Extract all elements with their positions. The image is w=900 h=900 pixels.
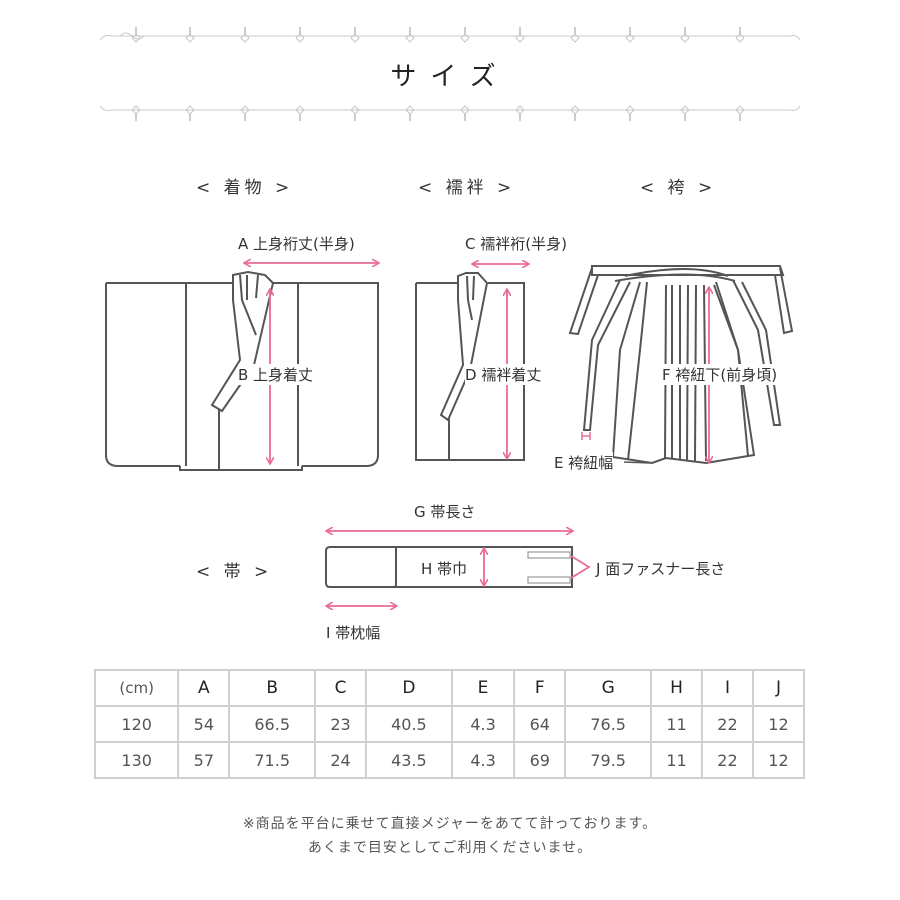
header-cell: A <box>177 669 231 707</box>
note-line-1: ※商品を平台に乗せて直接メジャーをあてて計っております。 <box>242 816 658 832</box>
table-cell: 69 <box>513 741 567 779</box>
table-header-row: (cm) A B C D E F G H I J <box>93 669 806 707</box>
ornament-top-motifs <box>131 27 745 43</box>
header-cell: E <box>450 669 516 707</box>
marker-e <box>581 432 591 440</box>
table-cell: 4.3 <box>450 741 516 779</box>
table-cell: 22 <box>700 741 754 779</box>
table-cell: 71.5 <box>228 741 317 779</box>
label-j: J 面ファスナー長さ <box>596 560 726 578</box>
table-cell: 4.3 <box>450 705 516 743</box>
table-cell: 12 <box>751 741 806 779</box>
bracket-j <box>570 555 591 579</box>
header-cell: G <box>564 669 653 707</box>
label-c: C 襦袢裄(半身) <box>465 235 567 253</box>
header-cell: H <box>650 669 703 707</box>
table-cell: 66.5 <box>228 705 317 743</box>
table-cell: 79.5 <box>564 741 653 779</box>
table-cell: 76.5 <box>564 705 653 743</box>
header-cell: D <box>365 669 453 707</box>
size-table: (cm) A B C D E F G H I J 120 54 66.5 23 … <box>93 669 806 779</box>
table-cell: 54 <box>177 705 231 743</box>
obi-fastener <box>527 551 571 584</box>
juban-diagram <box>415 272 525 461</box>
header-cell: I <box>700 669 754 707</box>
header-cell: C <box>314 669 368 707</box>
note-line-2: あくまで目安としてご利用くださいませ。 <box>307 840 593 856</box>
table-row: 130 57 71.5 24 43.5 4.3 69 79.5 11 22 12 <box>93 741 806 779</box>
ornament-bottom <box>99 105 801 121</box>
label-g: G 帯長さ <box>414 503 476 521</box>
table-cell: 43.5 <box>365 741 453 779</box>
table-cell: 24 <box>314 741 368 779</box>
section-juban: < 襦袢 > <box>418 178 516 198</box>
table-row: 120 54 66.5 23 40.5 4.3 64 76.5 11 22 12 <box>93 705 806 743</box>
obi-diagram <box>325 546 573 588</box>
label-e: E 袴紐幅 <box>554 452 614 473</box>
table-cell: 22 <box>700 705 754 743</box>
table-cell: 11 <box>650 741 703 779</box>
page-title: サイズ <box>390 62 510 92</box>
header-cell: F <box>513 669 567 707</box>
e-leader <box>623 461 651 464</box>
section-hakama: < 袴 > <box>640 178 717 198</box>
table-cell: 40.5 <box>365 705 453 743</box>
ornament-top <box>99 32 801 41</box>
section-obi: < 帯 > <box>196 562 273 582</box>
header-cell: J <box>751 669 806 707</box>
header-unit: (cm) <box>93 669 180 707</box>
kimono-diagram <box>105 270 379 471</box>
label-a: A 上身裄丈(半身) <box>238 235 355 253</box>
table-cell: 23 <box>314 705 368 743</box>
table-cell: 57 <box>177 741 231 779</box>
label-b: B 上身着丈 <box>238 364 314 385</box>
section-kimono: < 着物 > <box>196 178 294 198</box>
row-size: 130 <box>93 741 180 779</box>
table-cell: 11 <box>650 705 703 743</box>
row-size: 120 <box>93 705 180 743</box>
label-f: F 袴紐下(前身頃) <box>662 364 778 385</box>
table-cell: 64 <box>513 705 567 743</box>
header-cell: B <box>228 669 317 707</box>
table-cell: 12 <box>751 705 806 743</box>
label-h: H 帯巾 <box>421 560 468 578</box>
label-i: I 帯枕幅 <box>326 624 381 642</box>
label-d: D 襦袢着丈 <box>465 364 542 385</box>
